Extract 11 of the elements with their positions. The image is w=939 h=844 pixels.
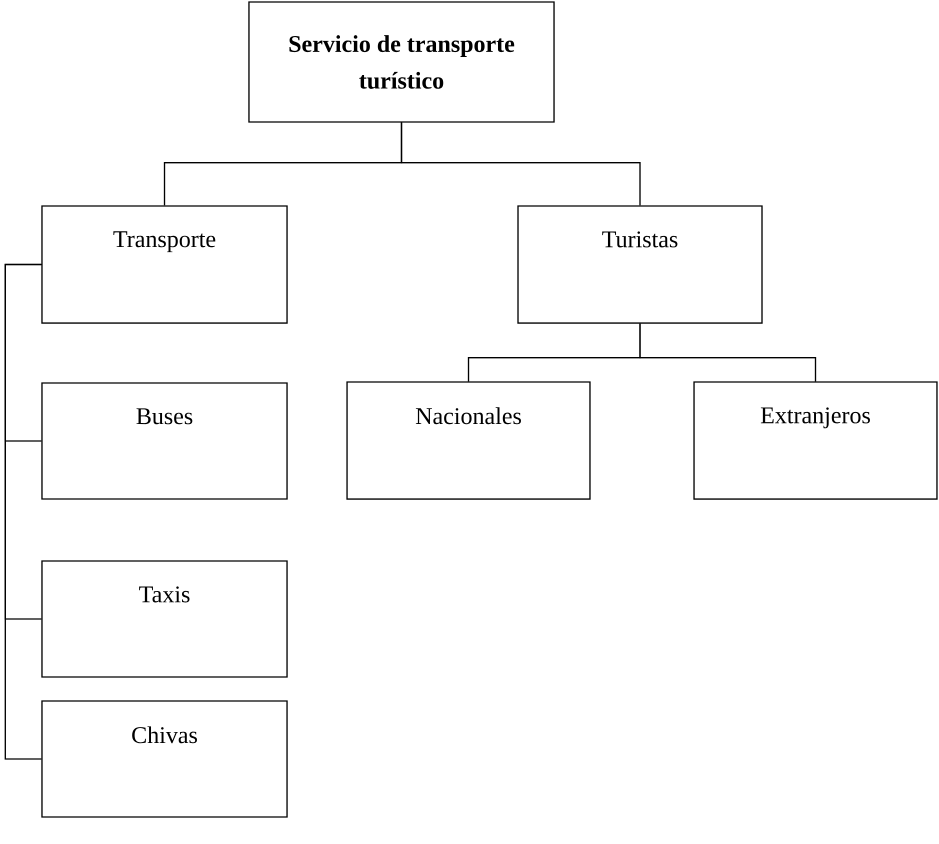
item-box: Chivas	[41, 700, 288, 818]
connector-line	[639, 324, 816, 382]
item-box: Taxis	[41, 560, 288, 678]
category-box: Transporte	[41, 205, 288, 324]
item-box: Buses	[41, 382, 288, 500]
connector-line	[400, 122, 641, 206]
item-box: Nacionales	[346, 381, 591, 500]
connector-line	[4, 264, 42, 760]
category-box: Turistas	[517, 205, 763, 324]
item-box: Extranjeros	[693, 381, 938, 500]
title-box: Servicio de transporte turístico	[248, 1, 555, 123]
